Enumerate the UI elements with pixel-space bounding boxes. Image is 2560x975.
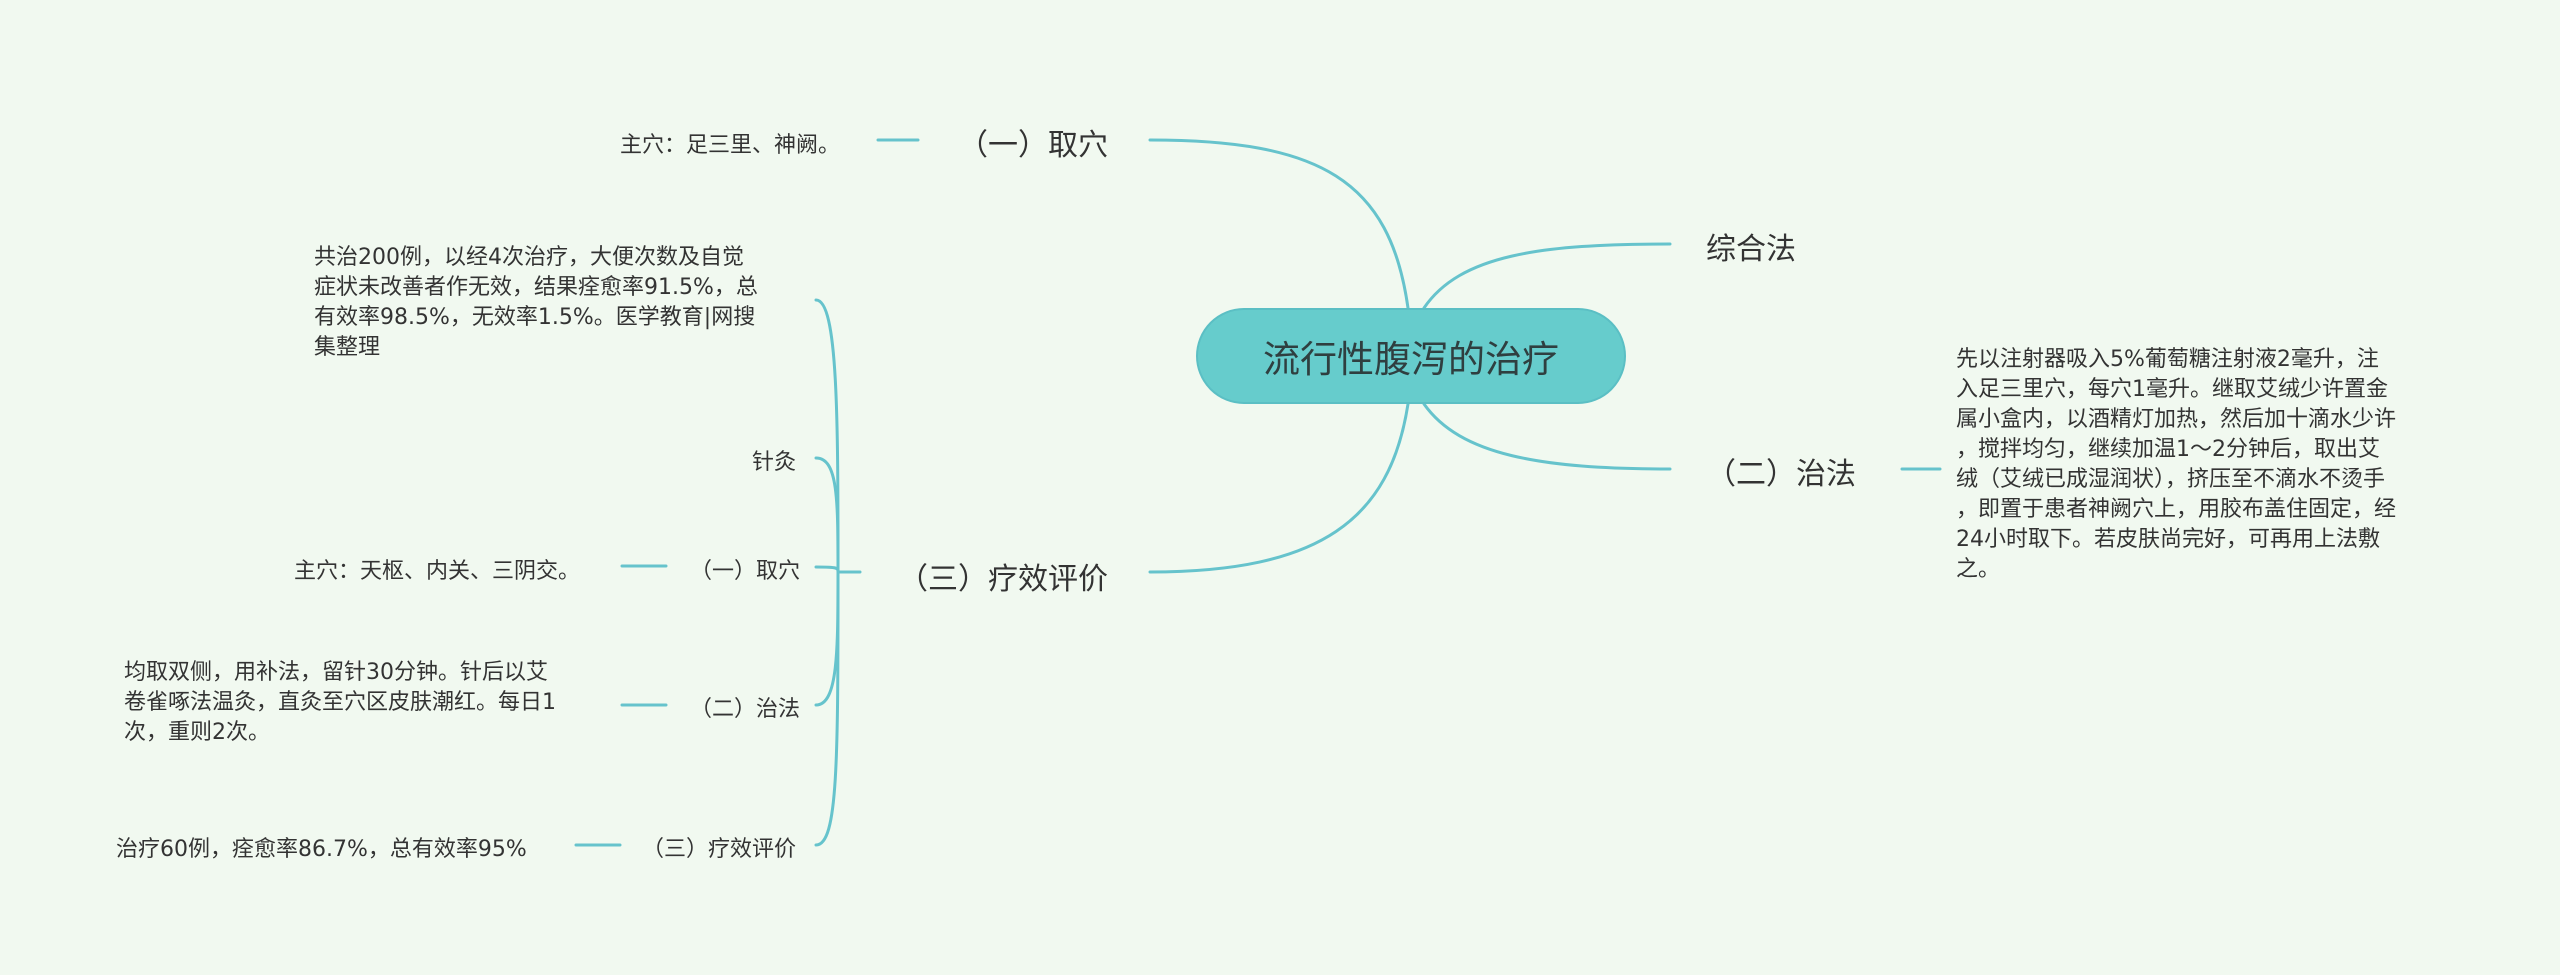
root-title: 流行性腹泻的治疗 — [1263, 338, 1559, 381]
root-node[interactable]: 流行性腹泻的治疗 — [1196, 308, 1626, 404]
bracket-pingjia — [814, 570, 840, 847]
node-zonghe[interactable]: 综合法 — [1706, 232, 1796, 267]
detail-line: 入足三里穴，每穴1毫升。继取艾绒少许置金 — [1956, 377, 2388, 402]
bracket-quxue — [814, 565, 840, 574]
bracket-top — [814, 298, 840, 574]
detail-line: 卷雀啄法温灸，直灸至穴区皮肤潮红。每日1 — [124, 690, 556, 715]
quxue-detail[interactable]: 主穴：足三里、神阙。 — [620, 133, 841, 158]
sub-quxue-detail[interactable]: 主穴：天枢、内关、三阴交。 — [294, 559, 581, 584]
node-sub-zhifa[interactable]: （二）治法 — [690, 697, 801, 722]
detail-line: 绒（艾绒已成湿润状），挤压至不滴水不烫手 — [1956, 467, 2386, 492]
detail-line: ，搅拌均匀，继续加温1～2分钟后，取出艾 — [1956, 437, 2380, 462]
summary-line: 集整理 — [314, 335, 381, 360]
detail-line: 之。 — [1956, 557, 2001, 582]
link-root-zhifa — [1422, 402, 1672, 471]
sub-pingjia-detail[interactable]: 治疗60例，痊愈率86.7%，总有效率95% — [116, 837, 527, 862]
detail-line: 属小盒内，以酒精灯加热，然后加十滴水少许 — [1956, 407, 2397, 432]
bracket-zhifa — [814, 570, 840, 707]
link-root-quxue — [1148, 138, 1410, 310]
sub-zhifa-detail[interactable]: 均取双侧，用补法，留针30分钟。针后以艾 卷雀啄法温灸，直灸至穴区皮肤潮红。每日… — [124, 658, 604, 748]
link-root-zonghe — [1422, 242, 1672, 310]
node-zhifa[interactable]: （二）治法 — [1706, 457, 1856, 492]
detail-line: 均取双侧，用补法，留针30分钟。针后以艾 — [124, 660, 548, 685]
bracket-zhenjiu — [814, 456, 840, 574]
pingjia-summary[interactable]: 共治200例，以经4次治疗，大便次数及自觉 症状未改善者作无效，结果痊愈率91.… — [314, 243, 814, 363]
link-root-pingjia — [1148, 402, 1410, 574]
node-pingjia[interactable]: （三）疗效评价 — [898, 562, 1108, 597]
summary-line: 有效率98.5%，无效率1.5%。医学教育|网搜 — [314, 305, 756, 330]
node-sub-pingjia[interactable]: （三）疗效评价 — [642, 837, 797, 862]
detail-line: 24小时取下。若皮肤尚完好，可再用上法敷 — [1956, 527, 2380, 552]
node-sub-quxue[interactable]: （一）取穴 — [690, 559, 801, 584]
summary-line: 症状未改善者作无效，结果痊愈率91.5%，总 — [314, 275, 758, 300]
node-quxue[interactable]: （一）取穴 — [958, 128, 1108, 163]
summary-line: 共治200例，以经4次治疗，大便次数及自觉 — [314, 245, 744, 270]
detail-line: ，即置于患者神阙穴上，用胶布盖住固定，经 — [1956, 497, 2397, 522]
node-zhenjiu[interactable]: 针灸 — [752, 450, 797, 475]
detail-line: 先以注射器吸入5%葡萄糖注射液2毫升，注 — [1956, 347, 2379, 372]
detail-line: 次，重则2次。 — [124, 720, 270, 745]
zhifa-detail[interactable]: 先以注射器吸入5%葡萄糖注射液2毫升，注 入足三里穴，每穴1毫升。继取艾绒少许置… — [1956, 345, 2456, 585]
